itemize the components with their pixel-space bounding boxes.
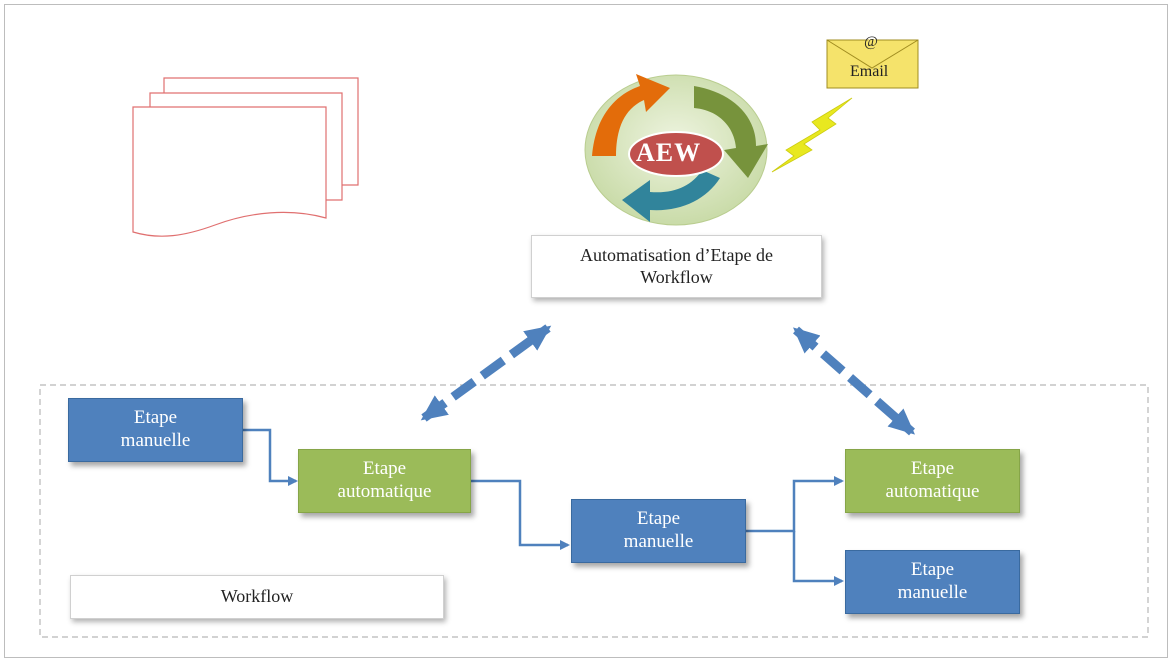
workflow-label-text: Workflow <box>220 586 294 607</box>
step-label: Etape manuelle <box>623 508 694 552</box>
diagram-frame <box>4 4 1168 658</box>
connector-step1-step2 <box>243 428 298 486</box>
aew-label-text: Automatisation d’Etape de Workflow <box>580 244 773 287</box>
lightning-icon <box>771 97 853 173</box>
step-manual-2: Etape manuelle <box>571 499 746 563</box>
step-label: Etape manuelle <box>897 559 968 603</box>
document-stack-icon <box>132 77 359 237</box>
workflow-container <box>39 384 1149 638</box>
step-automatic-2: Etape automatique <box>845 449 1020 513</box>
workflow-cycle-icon <box>584 74 768 226</box>
sync-arrow-right <box>792 326 916 436</box>
step-manual-1: Etape manuelle <box>68 398 243 462</box>
step-manual-3: Etape manuelle <box>845 550 1020 614</box>
email-at-symbol: @ <box>864 34 878 50</box>
connector-step3-step5 <box>792 531 844 586</box>
aew-label-box: Automatisation d’Etape de Workflow <box>531 235 822 298</box>
sync-arrow-left <box>420 324 552 422</box>
connector-step3-step4 <box>746 476 844 533</box>
step-label: Etape automatique <box>885 458 980 502</box>
aew-logo-text: AEW <box>636 138 702 167</box>
connector-step2-step3 <box>471 479 570 550</box>
step-label: Etape manuelle <box>120 407 191 451</box>
step-automatic-1: Etape automatique <box>298 449 471 513</box>
email-envelope-icon <box>826 39 919 89</box>
step-label: Etape automatique <box>337 458 432 502</box>
workflow-label-box: Workflow <box>70 575 444 619</box>
email-label: Email <box>850 63 889 80</box>
